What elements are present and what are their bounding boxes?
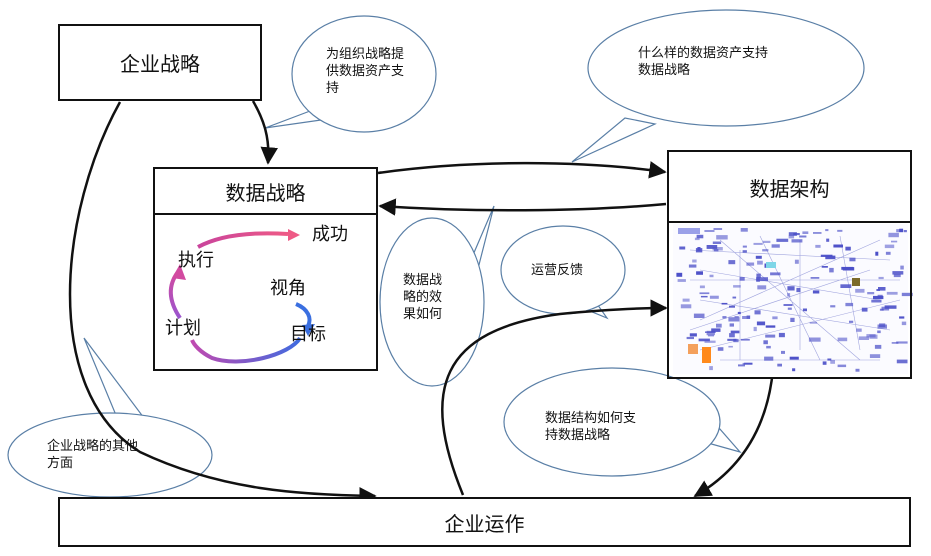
bubble-structure-text: 数据结构如何支 持数据战略 bbox=[545, 410, 636, 444]
bubble-support-text: 为组织战略提 供数据资产支 持 bbox=[326, 46, 404, 97]
bubble-what-assets-line2: 数据战略 bbox=[638, 63, 691, 78]
bubble-what-assets bbox=[571, 9, 865, 163]
bubble-support-line2: 供数据资产支 bbox=[326, 64, 405, 79]
bubble-feedback-text: 运营反馈 bbox=[531, 263, 584, 278]
bubble-effect bbox=[379, 205, 495, 387]
enterprise-strategy-box: 企业战略 bbox=[58, 24, 262, 101]
data-strategy-label: 数据战略 bbox=[225, 181, 306, 205]
data-strategy-box: 数据战略 bbox=[153, 167, 378, 214]
architecture-network-image bbox=[673, 224, 913, 374]
bubble-support-line3: 持 bbox=[326, 81, 340, 96]
arrow-operations-feedback-to-architecture bbox=[441, 299, 668, 496]
arrow-strategy-to-data-strategy bbox=[251, 100, 278, 165]
bubble-support-line1: 为组织战略提 bbox=[326, 47, 405, 62]
bubble-other-aspects bbox=[7, 337, 213, 498]
data-architecture-label: 数据架构 bbox=[749, 176, 830, 201]
arrow-data-strategy-to-architecture bbox=[377, 161, 667, 179]
bubble-structure-line1: 数据结构如何支 bbox=[545, 411, 637, 426]
data-strategy-panel bbox=[153, 213, 378, 371]
cycle-arrow-perspective-to-goal bbox=[295, 302, 312, 327]
cycle-label-goal: 目标 bbox=[290, 324, 326, 345]
bubble-other-line2: 方面 bbox=[47, 456, 74, 471]
enterprise-operations-label: 企业运作 bbox=[444, 511, 525, 536]
data-architecture-panel bbox=[667, 221, 912, 379]
bubble-what-assets-line1: 什么样的数据资产支持 bbox=[638, 46, 769, 61]
bubble-other-line1: 企业战略的其他 bbox=[47, 439, 139, 454]
bubble-other-aspects-text: 企业战略的其他 方面 bbox=[47, 438, 138, 472]
bubble-structure bbox=[503, 367, 742, 477]
cycle-arrow-goal-to-plan bbox=[190, 336, 302, 364]
strategy-cycle bbox=[168, 229, 315, 364]
cycle-label-plan: 计划 bbox=[165, 318, 201, 339]
data-architecture-box: 数据架构 bbox=[667, 150, 912, 222]
enterprise-operations-box: 企业运作 bbox=[58, 497, 911, 547]
bubble-what-assets-text: 什么样的数据资产支持 数据战略 bbox=[638, 45, 768, 79]
cycle-arrow-execute-to-success bbox=[197, 231, 289, 249]
arrow-architecture-to-data-strategy bbox=[378, 198, 667, 216]
arrow-architecture-to-operations bbox=[693, 377, 774, 498]
cycle-label-perspective: 视角 bbox=[270, 278, 306, 299]
cycle-label-success: 成功 bbox=[312, 224, 348, 245]
cycle-label-execute: 执行 bbox=[178, 250, 214, 271]
bubble-effect-text: 数据战 略的效 果如何 bbox=[403, 272, 442, 323]
enterprise-strategy-label: 企业战略 bbox=[120, 52, 200, 76]
bubble-effect-line2: 略的效 bbox=[403, 290, 443, 305]
arrow-strategy-to-operations bbox=[68, 101, 377, 505]
bubble-support bbox=[264, 15, 437, 133]
bubble-structure-line2: 持数据战略 bbox=[545, 428, 611, 443]
bubble-effect-line3: 果如何 bbox=[403, 307, 443, 322]
bubble-effect-line1: 数据战 bbox=[403, 273, 443, 288]
